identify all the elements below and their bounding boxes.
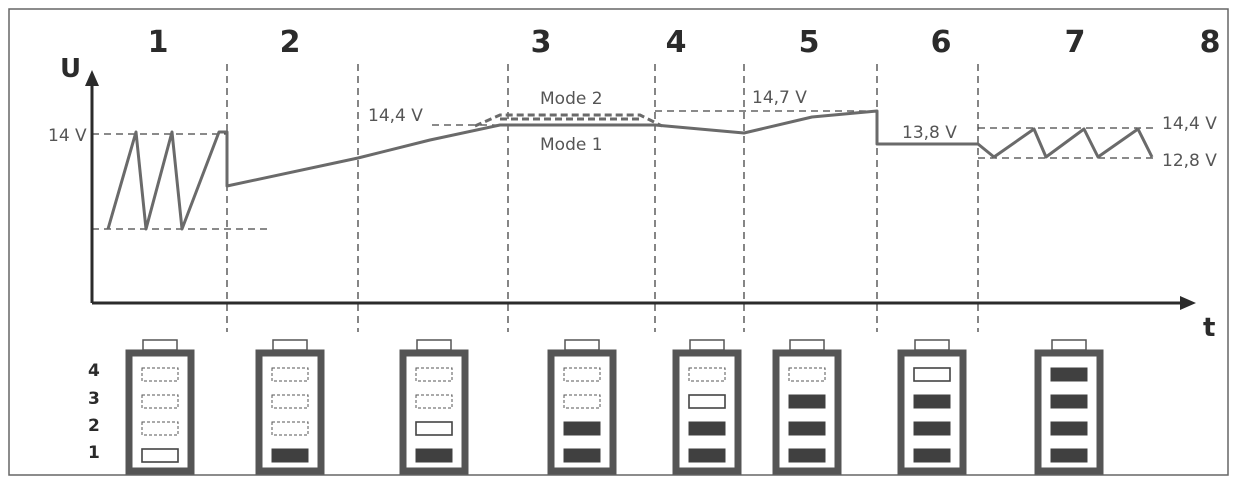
battery-cell-empty [271,421,309,436]
stage-number-5: 5 [799,25,820,60]
level-number-2: 2 [88,416,100,436]
y-axis-arrow [85,70,99,86]
battery-terminal [564,339,600,351]
battery-cell-filled [415,448,453,463]
battery-cell-filled [913,394,951,409]
battery-icon [1034,339,1104,475]
y-axis-label: U [60,54,81,84]
level-number-1: 1 [88,443,100,463]
voltage-label-12-8v: 12,8 V [1162,151,1217,171]
battery-cell-filled [788,421,826,436]
stage-number-1: 1 [148,25,169,60]
battery-cell-charging [415,421,453,436]
battery-cell-filled [1050,421,1088,436]
battery-cell-filled [913,421,951,436]
diagram-frame [8,8,1229,476]
battery-icon [255,339,325,475]
battery-cell-empty [788,367,826,382]
stage-number-6: 6 [931,25,952,60]
battery-icon [897,339,967,475]
battery-cell-filled [688,448,726,463]
battery-cell-filled [1050,367,1088,382]
battery-terminal [272,339,308,351]
battery-cell-filled [788,394,826,409]
battery-terminal [1051,339,1087,351]
voltage-label-14-4v-right: 14,4 V [1162,114,1217,134]
battery-cell-filled [563,448,601,463]
x-axis-arrow [1180,296,1196,310]
battery-icon [399,339,469,475]
battery-terminal [142,339,178,351]
mode-2-label: Mode 2 [540,89,603,109]
battery-terminal [416,339,452,351]
level-number-3: 3 [88,389,100,409]
stage-number-4: 4 [666,25,687,60]
voltage-curve [106,109,1154,231]
battery-row [125,339,1104,475]
battery-icon [547,339,617,475]
stage-number-2: 2 [280,25,301,60]
battery-icon [672,339,742,475]
mode-1-label: Mode 1 [540,135,603,155]
voltage-label-13-8v: 13,8 V [902,123,957,143]
battery-cell-empty [271,394,309,409]
battery-cell-charging [688,394,726,409]
battery-icon [772,339,842,475]
battery-cell-empty [271,367,309,382]
battery-cell-filled [688,421,726,436]
voltage-label-14v: 14 V [48,126,87,146]
battery-cell-empty [415,367,453,382]
battery-cell-filled [1050,394,1088,409]
battery-cell-filled [563,421,601,436]
battery-cell-empty [141,421,179,436]
battery-terminal [914,339,950,351]
voltage-label-14-4v: 14,4 V [368,106,423,126]
battery-cell-filled [271,448,309,463]
battery-cell-charging [141,448,179,463]
battery-cell-filled [1050,448,1088,463]
battery-cell-filled [913,448,951,463]
battery-cell-charging [913,367,951,382]
battery-terminal [789,339,825,351]
stage-number-8: 8 [1200,25,1221,60]
battery-cell-empty [141,394,179,409]
battery-cell-empty [688,367,726,382]
voltage-label-14-7v: 14,7 V [752,88,807,108]
battery-cell-empty [563,367,601,382]
battery-cell-empty [141,367,179,382]
level-number-4: 4 [88,361,100,381]
x-axis-label: t [1203,313,1215,343]
battery-terminal [689,339,725,351]
battery-cell-empty [563,394,601,409]
stage-number-3: 3 [531,25,552,60]
stage-number-7: 7 [1065,25,1086,60]
battery-icon [125,339,195,475]
battery-cell-empty [415,394,453,409]
mode-2-curve [474,113,663,128]
battery-cell-filled [788,448,826,463]
